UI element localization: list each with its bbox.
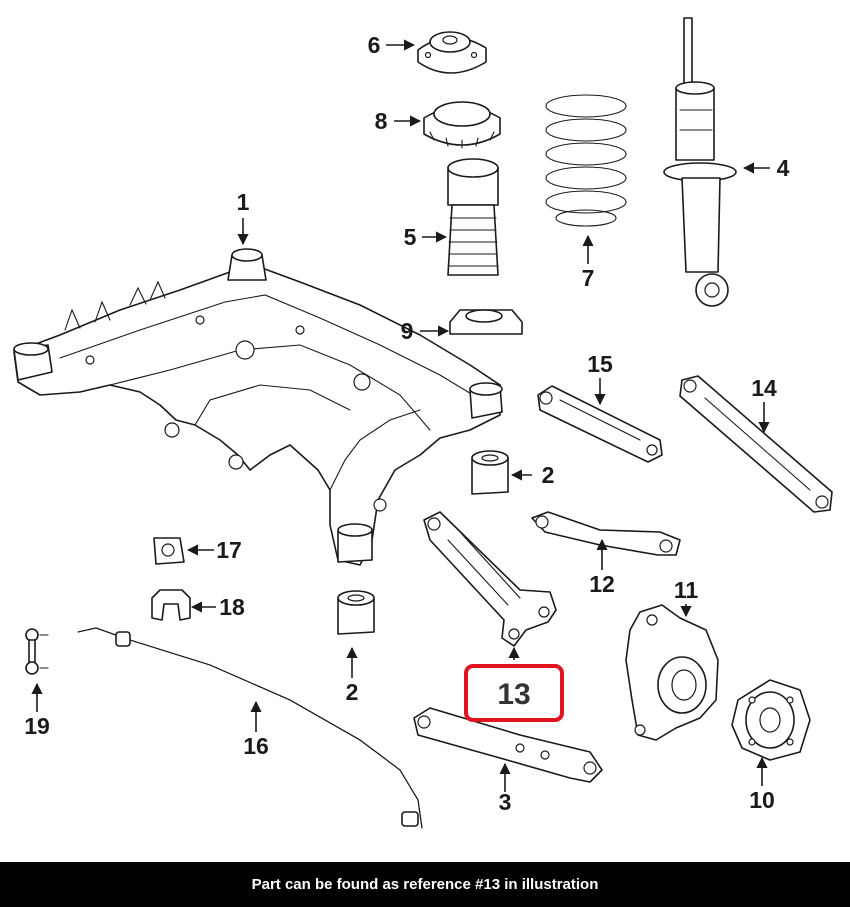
coil-spring-part bbox=[545, 94, 627, 227]
callout-16: 16 bbox=[243, 733, 269, 759]
callout-14: 14 bbox=[751, 375, 777, 401]
spring-seat-part bbox=[423, 101, 501, 149]
callout-2-lower: 2 bbox=[346, 679, 359, 705]
callout-4: 4 bbox=[777, 155, 790, 181]
highlight-13: 13 bbox=[464, 664, 564, 722]
callout-19: 19 bbox=[24, 713, 50, 739]
stabilizer-link-part bbox=[25, 628, 49, 675]
callout-6: 6 bbox=[368, 32, 381, 58]
parts-diagram: 1 2 2 3 4 5 6 7 8 9 10 11 12 14 15 16 17… bbox=[13, 17, 833, 829]
shock-absorber-part bbox=[663, 17, 737, 307]
callout-8: 8 bbox=[375, 108, 388, 134]
callout-15: 15 bbox=[587, 351, 613, 377]
callout-3: 3 bbox=[499, 789, 512, 815]
footer-text: Part can be found as reference #13 in il… bbox=[251, 876, 599, 893]
strut-mount-part bbox=[417, 31, 487, 74]
wheel-hub-part bbox=[731, 679, 811, 761]
control-arm-14-part bbox=[679, 375, 833, 513]
callout-13: 13 bbox=[497, 678, 530, 711]
bushing-lower-part bbox=[337, 590, 375, 635]
control-arm-13-part bbox=[423, 511, 557, 647]
control-arm-12-part bbox=[531, 511, 681, 556]
subframe-part bbox=[13, 248, 503, 566]
highlight-box bbox=[464, 664, 564, 722]
callout-11: 11 bbox=[674, 577, 699, 603]
callout-leaders bbox=[31, 39, 770, 792]
knuckle-part bbox=[625, 604, 719, 741]
stabilizer-bushing-part bbox=[153, 537, 185, 565]
callout-17: 17 bbox=[216, 537, 242, 563]
spring-pad-part bbox=[449, 309, 523, 335]
callout-2-upper: 2 bbox=[542, 462, 555, 488]
bushing-upper-part bbox=[471, 450, 509, 495]
callout-10: 10 bbox=[749, 787, 775, 813]
callout-5: 5 bbox=[404, 224, 417, 250]
callout-1: 1 bbox=[237, 189, 250, 215]
bump-stop-part bbox=[447, 158, 499, 276]
callout-18: 18 bbox=[219, 594, 245, 620]
stabilizer-bar-part bbox=[77, 627, 423, 829]
control-arm-15-part bbox=[537, 385, 663, 463]
callout-12: 12 bbox=[589, 571, 615, 597]
bushing-bracket-part bbox=[151, 589, 191, 621]
callout-7: 7 bbox=[582, 265, 595, 291]
footer-banner: Part can be found as reference #13 in il… bbox=[0, 862, 850, 907]
callout-9: 9 bbox=[401, 318, 414, 344]
